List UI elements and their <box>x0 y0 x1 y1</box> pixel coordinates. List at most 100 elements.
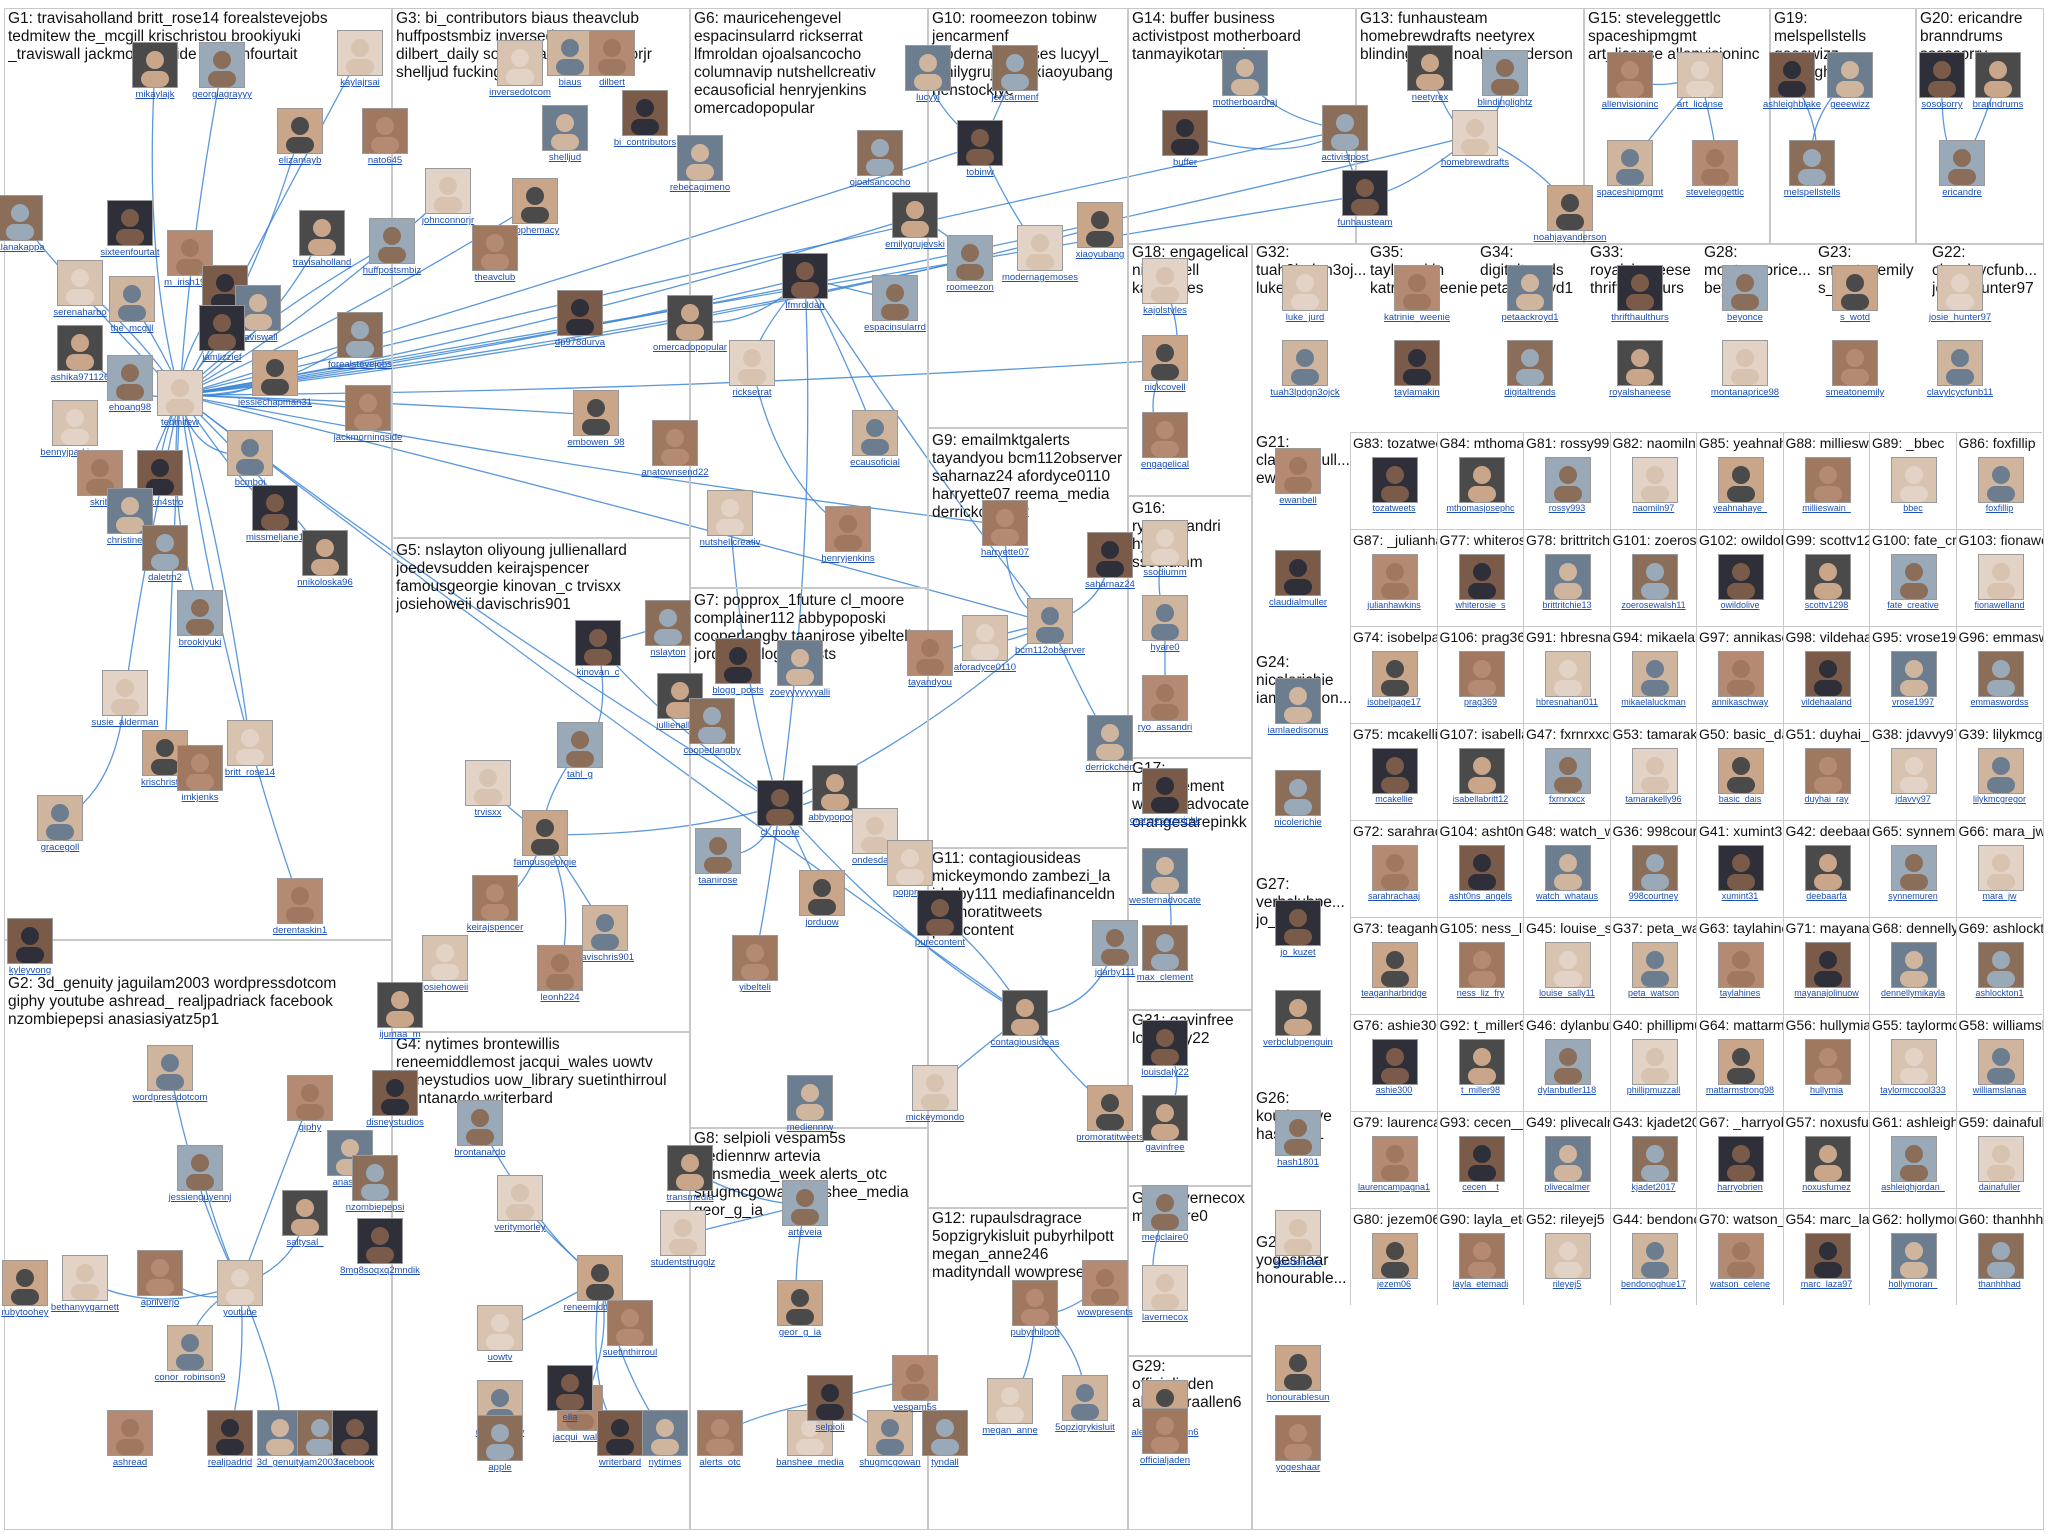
node-label[interactable]: nslayton <box>650 647 686 658</box>
node-label[interactable]: 5opzigrykisluit <box>1055 1422 1115 1433</box>
node-avatar[interactable] <box>1769 52 1815 98</box>
node-label[interactable]: sososorry <box>1921 99 1963 110</box>
node-label[interactable]: kinovan_c <box>576 667 620 678</box>
node-avatar[interactable] <box>1975 52 2021 98</box>
node-label[interactable]: motherboardraj <box>1212 97 1278 108</box>
node-avatar[interactable] <box>660 1210 706 1256</box>
node-label[interactable]: allenvisioninc <box>1601 99 1659 110</box>
node-label[interactable]: tedmitew <box>160 417 199 428</box>
node-label[interactable]: foxfillip <box>1985 503 2014 513</box>
node-avatar[interactable] <box>137 1250 183 1296</box>
node-avatar[interactable] <box>547 30 593 76</box>
node-avatar[interactable] <box>147 1045 193 1091</box>
avatar[interactable] <box>1458 845 1505 891</box>
node-avatar[interactable] <box>589 30 635 76</box>
node-avatar[interactable] <box>645 600 691 646</box>
node-label[interactable]: mayanajolinuow <box>1794 988 1859 998</box>
node-label[interactable]: studentstrugglz <box>650 1257 716 1268</box>
node-label[interactable]: veritymorley <box>494 1222 546 1233</box>
node-label[interactable]: wowpresents <box>1077 1307 1133 1318</box>
node-label[interactable]: serenaharbo <box>53 307 107 318</box>
node-avatar[interactable] <box>607 1300 653 1346</box>
node-label[interactable]: synnemuren <box>1888 891 1938 901</box>
node-avatar[interactable] <box>1142 1020 1188 1066</box>
node-avatar[interactable] <box>642 1410 688 1456</box>
node-avatar[interactable] <box>907 630 953 676</box>
avatar[interactable] <box>1631 554 1678 600</box>
node-label[interactable]: teaganharbridge <box>1361 988 1427 998</box>
node-label[interactable]: dennellymikayla <box>1880 988 1946 998</box>
node-avatar[interactable] <box>1142 258 1188 304</box>
node-label[interactable]: engagelical <box>1140 459 1190 470</box>
node-avatar[interactable] <box>337 312 383 358</box>
node-label[interactable]: cl_moore <box>760 827 800 838</box>
avatar[interactable] <box>1372 1039 1418 1085</box>
avatar[interactable] <box>1977 748 2024 794</box>
avatar[interactable] <box>1631 651 1678 697</box>
node-avatar[interactable] <box>1142 595 1188 641</box>
node-label[interactable]: annikaschway <box>1711 697 1769 707</box>
node-avatar[interactable] <box>142 525 188 571</box>
node-label[interactable]: bcmboi <box>234 477 266 488</box>
node-label[interactable]: watson_celene <box>1709 1279 1771 1289</box>
node-label[interactable]: ashleighjordan_ <box>1881 1182 1945 1192</box>
node-label[interactable]: bethanyygarnett <box>50 1302 120 1313</box>
node-label[interactable]: max_clement <box>1136 972 1194 983</box>
node-label[interactable]: tamarakelly96 <box>1625 794 1682 804</box>
node-label[interactable]: vrose1997 <box>1891 697 1935 707</box>
node-avatar[interactable] <box>1394 265 1440 311</box>
avatar[interactable] <box>1458 1233 1505 1279</box>
node-avatar[interactable] <box>512 178 558 224</box>
node-avatar[interactable] <box>372 1070 418 1116</box>
node-label[interactable]: elizamayb <box>278 155 322 166</box>
node-label[interactable]: saharnaz24 <box>1085 579 1135 590</box>
avatar[interactable] <box>1804 457 1851 503</box>
node-label[interactable]: nutshellcreativ <box>699 537 761 548</box>
node-label[interactable]: traviswall <box>238 332 278 343</box>
node-label[interactable]: johnconnorjr <box>421 215 475 226</box>
node-avatar[interactable] <box>1275 678 1321 724</box>
node-label[interactable]: xumint31 <box>1721 891 1759 901</box>
avatar[interactable] <box>1372 1233 1418 1279</box>
node-avatar[interactable] <box>1142 1408 1188 1454</box>
avatar[interactable] <box>1977 942 2024 988</box>
avatar[interactable] <box>1458 1136 1505 1182</box>
node-label[interactable]: phillipmuzzall <box>1626 1085 1681 1095</box>
node-label[interactable]: westernadvocate <box>1129 895 1201 906</box>
node-label[interactable]: scottv1298 <box>1804 600 1849 610</box>
node-avatar[interactable] <box>782 253 828 299</box>
node-avatar[interactable] <box>1789 140 1835 186</box>
node-avatar[interactable] <box>477 1305 523 1351</box>
node-avatar[interactable] <box>107 355 153 401</box>
node-avatar[interactable] <box>957 120 1003 166</box>
node-label[interactable]: vildehaaland <box>1801 697 1852 707</box>
node-label[interactable]: nnikoloska96 <box>297 577 353 588</box>
node-avatar[interactable] <box>1142 335 1188 381</box>
node-label[interactable]: beyonce <box>1727 312 1763 323</box>
node-label[interactable]: tozatweets <box>1372 503 1416 513</box>
avatar[interactable] <box>1804 845 1851 891</box>
avatar[interactable] <box>1631 845 1678 891</box>
node-label[interactable]: selpioli <box>815 1422 845 1433</box>
node-avatar[interactable] <box>2 1260 48 1306</box>
node-label[interactable]: popprox <box>892 887 928 898</box>
node-avatar[interactable] <box>1275 1210 1321 1256</box>
node-label[interactable]: gracegoll <box>40 842 80 853</box>
node-avatar[interactable] <box>777 1280 823 1326</box>
node-avatar[interactable] <box>982 500 1028 546</box>
avatar[interactable] <box>1631 1233 1678 1279</box>
node-label[interactable]: reneemiddlemost <box>563 1302 637 1313</box>
node-label[interactable]: jdarby111 <box>1094 967 1136 978</box>
node-avatar[interactable] <box>1832 265 1878 311</box>
avatar[interactable] <box>1631 1136 1678 1182</box>
node-avatar[interactable] <box>987 1378 1033 1424</box>
node-label[interactable]: laurencampagna1 <box>1357 1182 1431 1192</box>
node-avatar[interactable] <box>207 1410 253 1456</box>
node-avatar[interactable] <box>1919 52 1965 98</box>
node-label[interactable]: derrickchen <box>1085 762 1135 773</box>
node-label[interactable]: jo_kuzet <box>1280 947 1316 958</box>
node-label[interactable]: taylahines <box>1719 988 1761 998</box>
node-label[interactable]: ashika971126 <box>50 372 110 383</box>
node-label[interactable]: apple <box>488 1462 512 1473</box>
node-avatar[interactable] <box>707 490 753 536</box>
